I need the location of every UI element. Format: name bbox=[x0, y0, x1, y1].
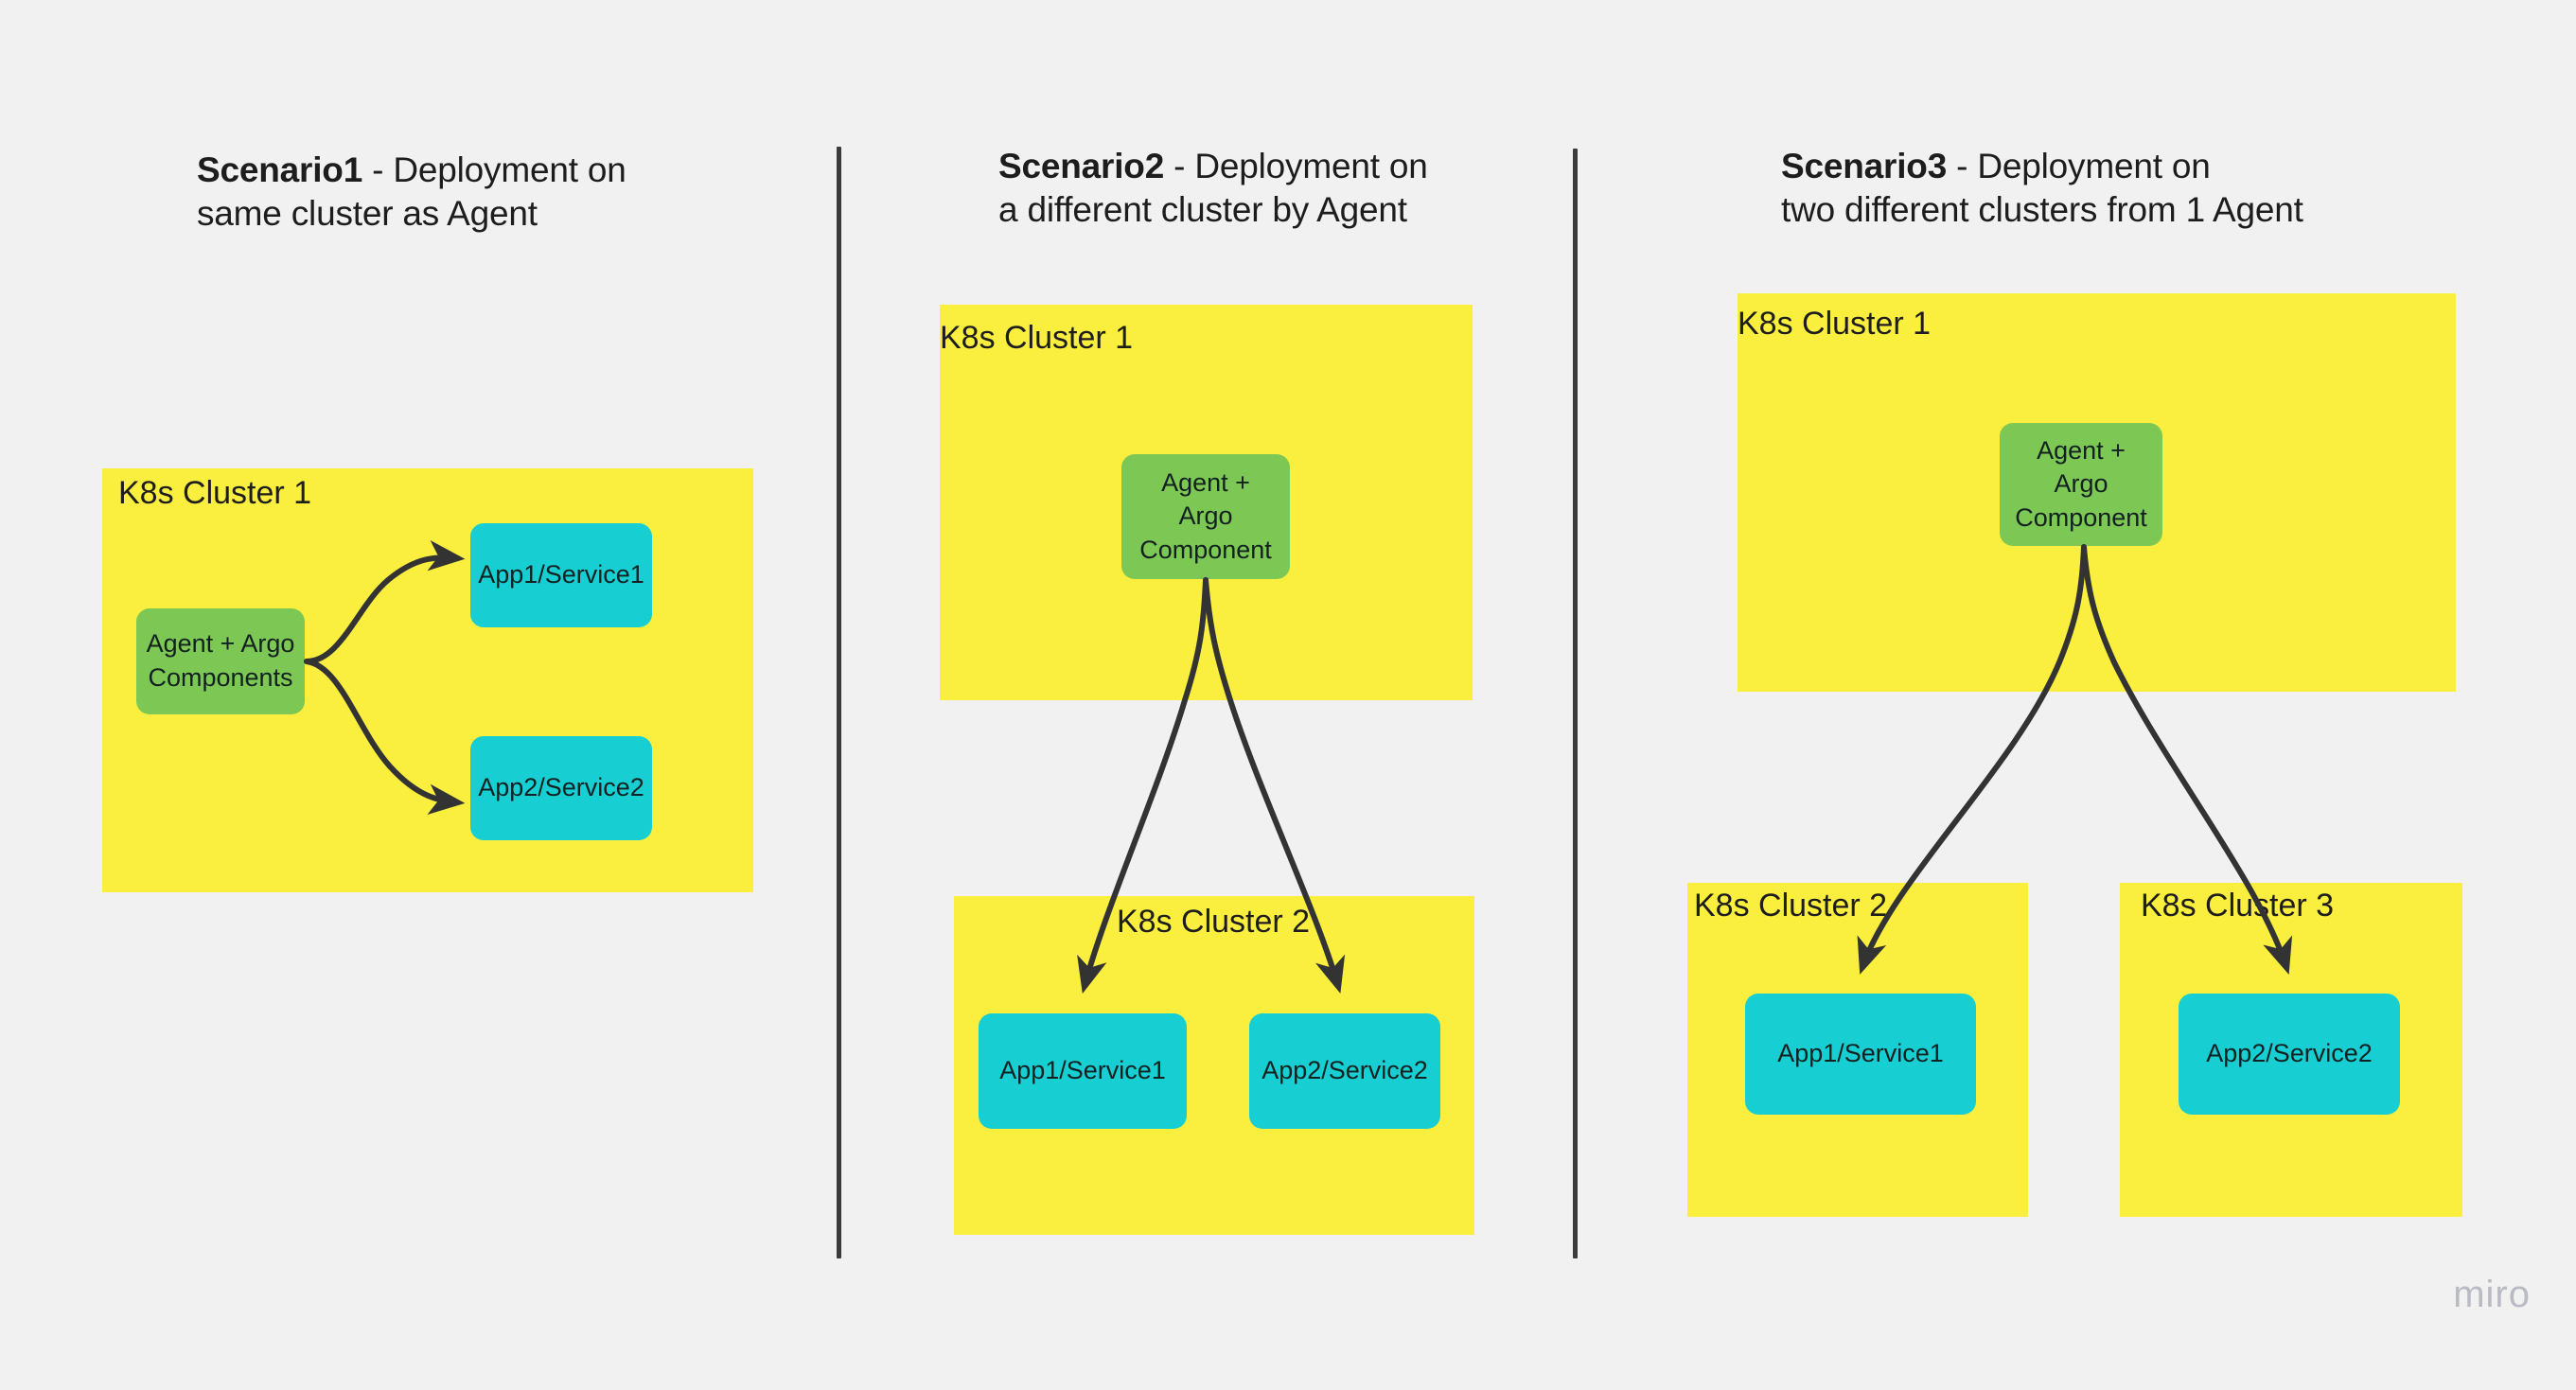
scenario-2-cluster-1-label: K8s Cluster 1 bbox=[940, 320, 1134, 356]
scenario-2-cluster-2-label: K8s Cluster 2 bbox=[1117, 904, 1311, 940]
scenario-3-cluster-3-label: K8s Cluster 3 bbox=[2141, 888, 2335, 924]
scenario-3-title: Scenario3 - Deployment on two different … bbox=[1781, 145, 2406, 233]
scenario-1-title-strong: Scenario1 bbox=[197, 150, 363, 189]
scenario-2-agent-node[interactable]: Agent + Argo Component bbox=[1121, 454, 1290, 579]
scenario-1-agent-node[interactable]: Agent + Argo Components bbox=[136, 608, 305, 714]
column-divider-2 bbox=[1573, 149, 1578, 1258]
scenario-1-title-rest: - Deployment on same cluster as Agent bbox=[197, 150, 626, 234]
scenario-2-app1-node[interactable]: App1/Service1 bbox=[979, 1013, 1187, 1129]
scenario-3-cluster-2-label: K8s Cluster 2 bbox=[1694, 888, 1888, 924]
scenario-1-cluster-1-label: K8s Cluster 1 bbox=[118, 475, 312, 511]
scenario-2-title-strong: Scenario2 bbox=[998, 147, 1165, 185]
column-divider-1 bbox=[837, 147, 841, 1258]
scenario-2-title: Scenario2 - Deployment on a different cl… bbox=[998, 145, 1528, 233]
scenario-3-app1-node[interactable]: App1/Service1 bbox=[1745, 994, 1976, 1115]
scenario-3-title-strong: Scenario3 bbox=[1781, 147, 1948, 185]
scenario-1-app2-node[interactable]: App2/Service2 bbox=[470, 736, 652, 840]
scenario-3-app2-node[interactable]: App2/Service2 bbox=[2179, 994, 2400, 1115]
scenario-2-app2-node[interactable]: App2/Service2 bbox=[1249, 1013, 1440, 1129]
scenario-3-title-rest: - Deployment on two different clusters f… bbox=[1781, 147, 2303, 230]
scenario-3-cluster-1-label: K8s Cluster 1 bbox=[1738, 306, 1932, 342]
miro-watermark: miro bbox=[2453, 1274, 2531, 1315]
scenario-1-app1-node[interactable]: App1/Service1 bbox=[470, 523, 652, 627]
scenario-1-title: Scenario1 - Deployment on same cluster a… bbox=[197, 149, 727, 237]
scenario-2-title-rest: - Deployment on a different cluster by A… bbox=[998, 147, 1428, 230]
scenario-3-agent-node[interactable]: Agent + Argo Component bbox=[2000, 423, 2162, 546]
